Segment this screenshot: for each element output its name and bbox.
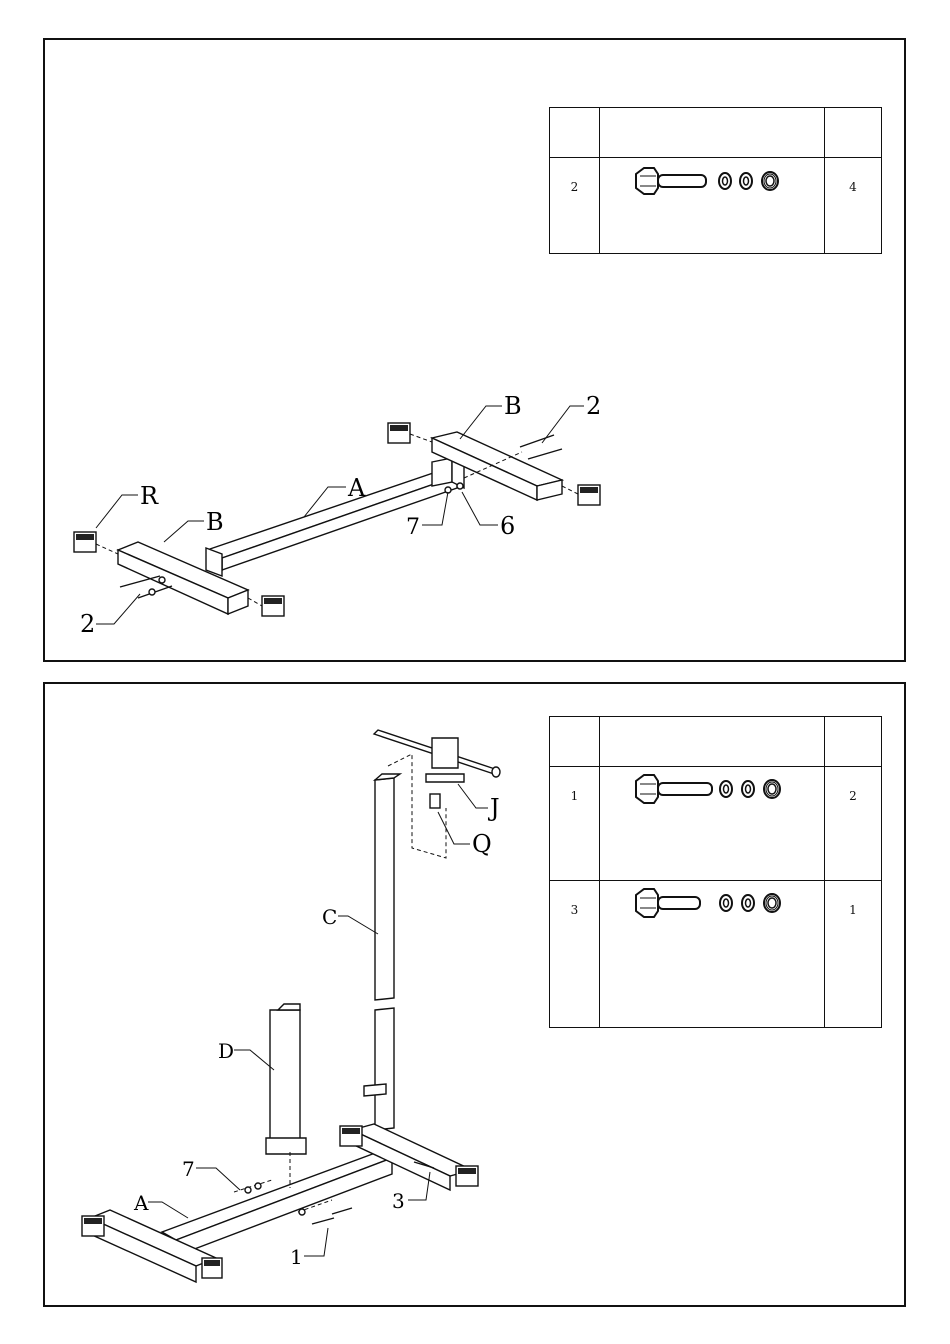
callout-bolt-1: 1 [290, 1245, 303, 1269]
callout-c: C [322, 905, 337, 929]
callout-washer-7: 7 [406, 515, 420, 540]
beam-a [206, 458, 464, 576]
callout-nut-6: 6 [500, 512, 515, 540]
callout-d: D [218, 1039, 234, 1063]
base-a [162, 1152, 392, 1240]
callout-q: Q [472, 830, 492, 858]
callout-a: A [347, 474, 366, 502]
callout-bolt-2-bottom: 2 [80, 610, 95, 638]
post-c-upper [375, 778, 394, 1000]
callout-washer-7: 7 [182, 1157, 195, 1181]
callout-r: R [140, 482, 159, 510]
step-2-panel: 1 2 3 [43, 682, 906, 1307]
step-1-panel: 2 4 [43, 38, 906, 662]
callout-bolt-3: 3 [392, 1189, 405, 1213]
step-1-diagram: B 2 R A B 7 6 2 [45, 40, 908, 664]
post-c-lower [375, 1008, 394, 1130]
step-2-diagram: J Q C D 7 A 3 1 [45, 684, 908, 1309]
callout-bolt-2-top: 2 [586, 392, 601, 420]
callout-b-left: B [206, 508, 224, 536]
callout-j: J [487, 794, 500, 822]
callout-a: A [133, 1191, 149, 1215]
post-d [270, 1010, 300, 1144]
callout-b-top: B [504, 392, 522, 420]
